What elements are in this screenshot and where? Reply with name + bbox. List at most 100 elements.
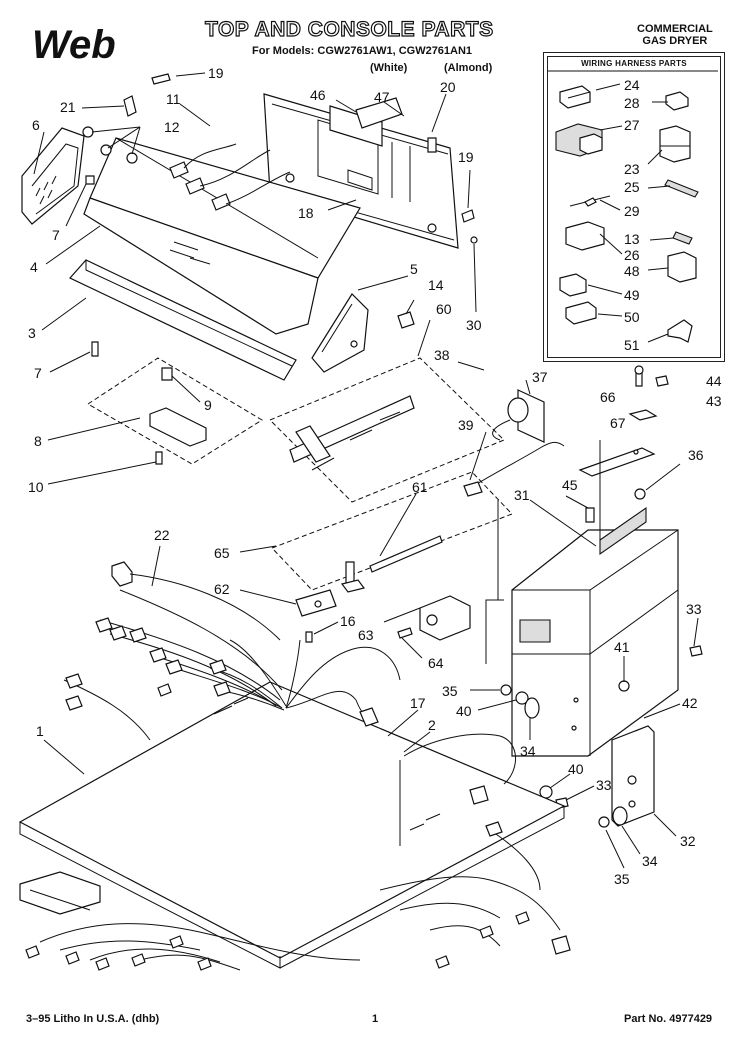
washer-34-upper bbox=[524, 697, 540, 719]
callout-14: 14 bbox=[428, 277, 444, 293]
bracket-67 bbox=[628, 409, 658, 421]
burner-housing bbox=[511, 506, 679, 757]
screw-19-right bbox=[461, 209, 475, 223]
callout-6: 6 bbox=[32, 117, 40, 133]
harness-label-29: 29 bbox=[624, 203, 640, 219]
callout-1: 1 bbox=[36, 723, 44, 739]
screw-45 bbox=[585, 507, 595, 523]
callout-20: 20 bbox=[440, 79, 456, 95]
harness-label-51: 51 bbox=[624, 337, 640, 353]
screw-20 bbox=[427, 137, 437, 153]
console-end-cap bbox=[21, 127, 85, 225]
callout-65: 65 bbox=[214, 545, 230, 561]
callout-33a: 33 bbox=[686, 601, 702, 617]
harness-labels: 24 28 27 23 25 29 26 13 48 49 50 51 bbox=[624, 77, 640, 353]
screw-7-lower bbox=[91, 341, 99, 357]
clip-21 bbox=[123, 95, 137, 117]
washer-34-lower bbox=[612, 806, 628, 826]
sensor-66 bbox=[634, 365, 644, 387]
bracket-42 bbox=[611, 725, 655, 827]
harness-label-49: 49 bbox=[624, 287, 640, 303]
callout-32: 32 bbox=[680, 833, 696, 849]
commercial-label: COMMERCIAL GAS DRYER bbox=[637, 23, 713, 47]
callout-37: 37 bbox=[532, 369, 548, 385]
callout-35a: 35 bbox=[442, 683, 458, 699]
commercial-line-1: COMMERCIAL bbox=[637, 23, 713, 35]
callout-33b: 33 bbox=[596, 777, 612, 793]
commercial-line-2: GAS DRYER bbox=[642, 35, 708, 47]
callout-31: 31 bbox=[514, 487, 530, 503]
callout-40a: 40 bbox=[456, 703, 472, 719]
harness-label-13: 13 bbox=[624, 231, 640, 247]
callout-17: 17 bbox=[410, 695, 426, 711]
callout-2: 2 bbox=[428, 717, 436, 733]
callout-34b: 34 bbox=[642, 853, 658, 869]
screw-44 bbox=[655, 375, 669, 387]
callout-60: 60 bbox=[436, 301, 452, 317]
callout-35b: 35 bbox=[614, 871, 630, 887]
harness-connector-26 bbox=[565, 221, 605, 251]
callout-67: 67 bbox=[610, 415, 626, 431]
callout-21: 21 bbox=[60, 99, 76, 115]
harness-pin-13 bbox=[672, 231, 693, 245]
callout-63: 63 bbox=[358, 627, 374, 643]
nut-35-lower bbox=[598, 816, 610, 828]
callout-10: 10 bbox=[28, 479, 44, 495]
sensor-wire bbox=[403, 733, 516, 805]
callout-3: 3 bbox=[28, 325, 36, 341]
harness-connector-27 bbox=[555, 123, 603, 157]
callout-9: 9 bbox=[204, 397, 212, 413]
footer-part-number: Part No. 4977429 bbox=[624, 1013, 713, 1025]
footer-litho: 3–95 Litho In U.S.A. (dhb) bbox=[26, 1013, 160, 1025]
harness-label-28: 28 bbox=[624, 95, 640, 111]
wire-harness-39 bbox=[463, 441, 565, 497]
harness-label-25: 25 bbox=[624, 179, 640, 195]
callout-30: 30 bbox=[466, 317, 482, 333]
callout-42: 42 bbox=[682, 695, 698, 711]
harness-label-24: 24 bbox=[624, 77, 640, 93]
callout-16: 16 bbox=[340, 613, 356, 629]
screw-19-top bbox=[151, 73, 171, 85]
leader-lines bbox=[33, 72, 699, 869]
washer-40-upper bbox=[515, 691, 529, 705]
callout-39: 39 bbox=[458, 417, 474, 433]
screw-33-upper bbox=[689, 645, 703, 657]
callout-19: 19 bbox=[208, 65, 224, 81]
switch-assembly-group bbox=[87, 357, 263, 465]
callout-36: 36 bbox=[688, 447, 704, 463]
callout-22: 22 bbox=[154, 527, 170, 543]
callout-38: 38 bbox=[434, 347, 450, 363]
callout-12: 12 bbox=[164, 119, 180, 135]
harness-connector-23 bbox=[659, 125, 691, 163]
clip-14 bbox=[397, 311, 415, 329]
callout-46: 46 bbox=[310, 87, 326, 103]
callout-5: 5 bbox=[410, 261, 418, 277]
harness-clip-51 bbox=[667, 319, 693, 343]
harness-label-48: 48 bbox=[624, 263, 640, 279]
harness-label-23: 23 bbox=[624, 161, 640, 177]
switch-11 bbox=[169, 143, 291, 211]
harness-connector-28 bbox=[665, 91, 689, 111]
harness-label-27: 27 bbox=[624, 117, 640, 133]
harness-connector-49 bbox=[559, 273, 587, 297]
damper-group bbox=[271, 471, 513, 593]
screw-7-upper bbox=[85, 175, 95, 185]
callout-61: 61 bbox=[412, 479, 428, 495]
callout-4: 4 bbox=[30, 259, 38, 275]
bracket-62 bbox=[295, 589, 337, 617]
bottom-wire-harness bbox=[19, 821, 571, 971]
variant-almond: (Almond) bbox=[444, 62, 493, 74]
callout-62: 62 bbox=[214, 581, 230, 597]
harness-connector-50 bbox=[565, 301, 597, 325]
footer-page-number: 1 bbox=[372, 1013, 379, 1025]
solenoid-63 bbox=[397, 595, 471, 641]
harness-connector-48 bbox=[667, 251, 697, 283]
callout-64: 64 bbox=[428, 655, 444, 671]
callout-labels: 19 21 11 12 6 7 4 3 7 9 8 10 46 47 20 19… bbox=[28, 65, 722, 887]
valve-37 bbox=[492, 389, 545, 443]
callout-47: 47 bbox=[374, 89, 390, 105]
callout-18: 18 bbox=[298, 205, 314, 221]
main-wire-harness bbox=[63, 561, 401, 741]
harness-pin-25 bbox=[664, 179, 699, 198]
